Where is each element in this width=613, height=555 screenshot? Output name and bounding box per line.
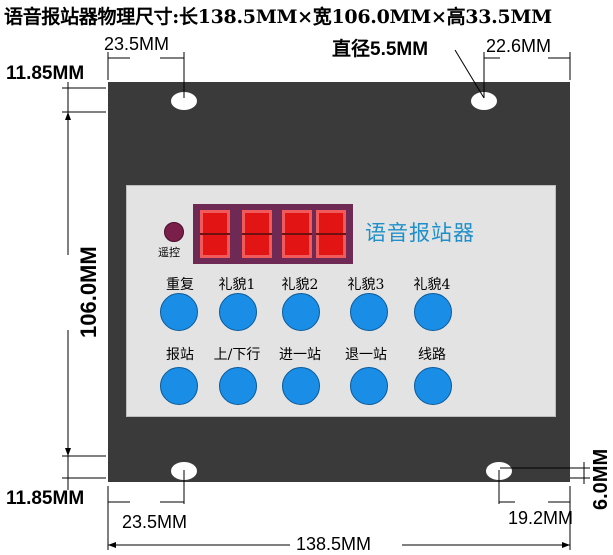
display-digit bbox=[316, 210, 346, 258]
greeting-4-button[interactable] bbox=[414, 293, 452, 331]
button-label-greeting-2: 礼貌2 bbox=[281, 277, 319, 293]
greeting-2-button[interactable] bbox=[282, 293, 320, 331]
dim-top-right-margin: 22.6MM bbox=[486, 36, 552, 56]
dim-width: 106.0MM bbox=[76, 246, 101, 338]
button-label-direction: 上/下行 bbox=[213, 347, 261, 363]
dim-top-edge: 11.85MM bbox=[6, 63, 85, 84]
greeting-3-button[interactable] bbox=[350, 293, 388, 331]
button-label-next-stop: 进一站 bbox=[279, 347, 321, 363]
dim-top-left-margin: 23.5MM bbox=[104, 34, 170, 54]
display-digit bbox=[242, 210, 272, 258]
button-label-greeting-3: 礼貌3 bbox=[347, 277, 385, 293]
next-stop-button[interactable] bbox=[282, 367, 320, 405]
panel-product-name: 语音报站器 bbox=[365, 221, 475, 245]
button-label-repeat: 重复 bbox=[166, 277, 194, 293]
repeat-button[interactable] bbox=[160, 293, 198, 331]
button-label-greeting-1: 礼貌1 bbox=[218, 277, 256, 293]
mounting-hole-top-left bbox=[171, 92, 197, 110]
remote-sensor-icon bbox=[164, 222, 184, 242]
remote-label: 遥控 bbox=[158, 246, 180, 259]
dim-bottom-right-height: 6.0MM bbox=[590, 448, 612, 510]
button-label-greeting-4: 礼貌4 bbox=[413, 277, 451, 293]
button-label-route: 线路 bbox=[418, 347, 446, 363]
dim-hole-diameter: 直径5.5MM bbox=[332, 39, 429, 60]
direction-button[interactable] bbox=[219, 367, 257, 405]
page-title: 语音报站器物理尺寸:长138.5MM×宽106.0MM×高33.5MM bbox=[4, 6, 552, 28]
route-button[interactable] bbox=[414, 367, 452, 405]
prev-stop-button[interactable] bbox=[350, 367, 388, 405]
display-digit bbox=[282, 210, 312, 258]
display-digit bbox=[200, 210, 230, 258]
button-label-announce: 报站 bbox=[166, 347, 194, 363]
announce-button[interactable] bbox=[160, 367, 198, 405]
dim-bottom-left-margin: 23.5MM bbox=[122, 512, 188, 532]
mounting-hole-top-right bbox=[471, 92, 497, 110]
dim-bottom-right-margin: 19.2MM bbox=[508, 508, 574, 528]
greeting-1-button[interactable] bbox=[219, 293, 257, 331]
button-label-prev-stop: 退一站 bbox=[345, 347, 387, 363]
dim-bottom-edge: 11.85MM bbox=[6, 488, 85, 509]
dim-length: 138.5MM bbox=[296, 534, 372, 554]
